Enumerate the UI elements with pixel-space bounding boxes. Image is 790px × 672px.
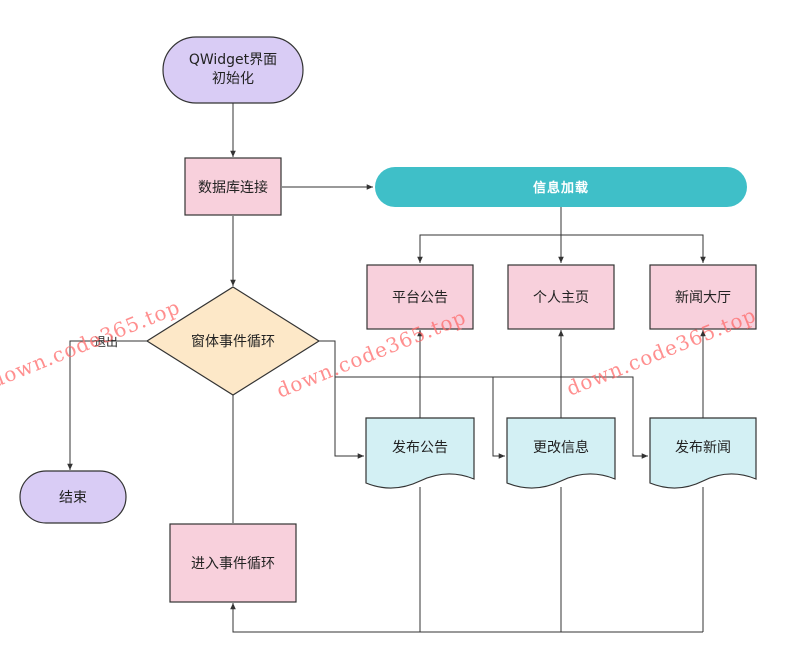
node-update-info[interactable]: 更改信息 [506, 417, 616, 489]
news-hall-label: 新闻大厅 [675, 290, 731, 306]
personal-home-label: 个人主页 [533, 290, 589, 306]
window-loop-label: 窗体事件循环 [191, 333, 275, 350]
node-info-loading[interactable]: 信息加载 [375, 167, 747, 207]
edge-info-to-news [561, 234, 706, 263]
edge-loop-exit-to-end [67, 340, 147, 470]
publish-news-label: 发布新闻 [675, 440, 731, 456]
node-enter-loop[interactable]: 进入事件循环 [169, 523, 297, 603]
info-loading-label: 信息加载 [533, 180, 589, 196]
node-platform-notice[interactable]: 平台公告 [366, 264, 474, 330]
qwidget-init-line2: 初始化 [212, 70, 254, 87]
node-publish-notice[interactable]: 发布公告 [365, 417, 475, 489]
edge-loop-to-publish-news [493, 376, 648, 459]
publish-notice-label: 发布公告 [392, 440, 448, 456]
edge-bottom-return [230, 603, 703, 633]
edges [67, 103, 706, 633]
node-qwidget-init[interactable]: QWidget界面 初始化 [162, 36, 304, 104]
update-info-label: 更改信息 [533, 439, 589, 456]
db-connect-label: 数据库连接 [198, 179, 268, 196]
edge-info-to-platform [417, 234, 561, 263]
node-personal-home[interactable]: 个人主页 [507, 264, 615, 330]
enter-loop-label: 进入事件循环 [191, 556, 275, 572]
edge-loop-to-publish-notice [319, 340, 364, 459]
end-label: 结束 [59, 490, 87, 506]
node-end[interactable]: 结束 [19, 470, 127, 524]
node-news-hall[interactable]: 新闻大厅 [649, 264, 757, 330]
edge-loop-to-update-info [335, 376, 505, 459]
node-window-loop[interactable]: 窗体事件循环 [145, 286, 321, 396]
node-db-connect[interactable]: 数据库连接 [184, 157, 282, 216]
node-publish-news[interactable]: 发布新闻 [649, 417, 757, 489]
qwidget-init-line1: QWidget界面 [189, 52, 277, 68]
exit-label: 退出 [94, 335, 118, 349]
platform-notice-label: 平台公告 [392, 290, 448, 306]
